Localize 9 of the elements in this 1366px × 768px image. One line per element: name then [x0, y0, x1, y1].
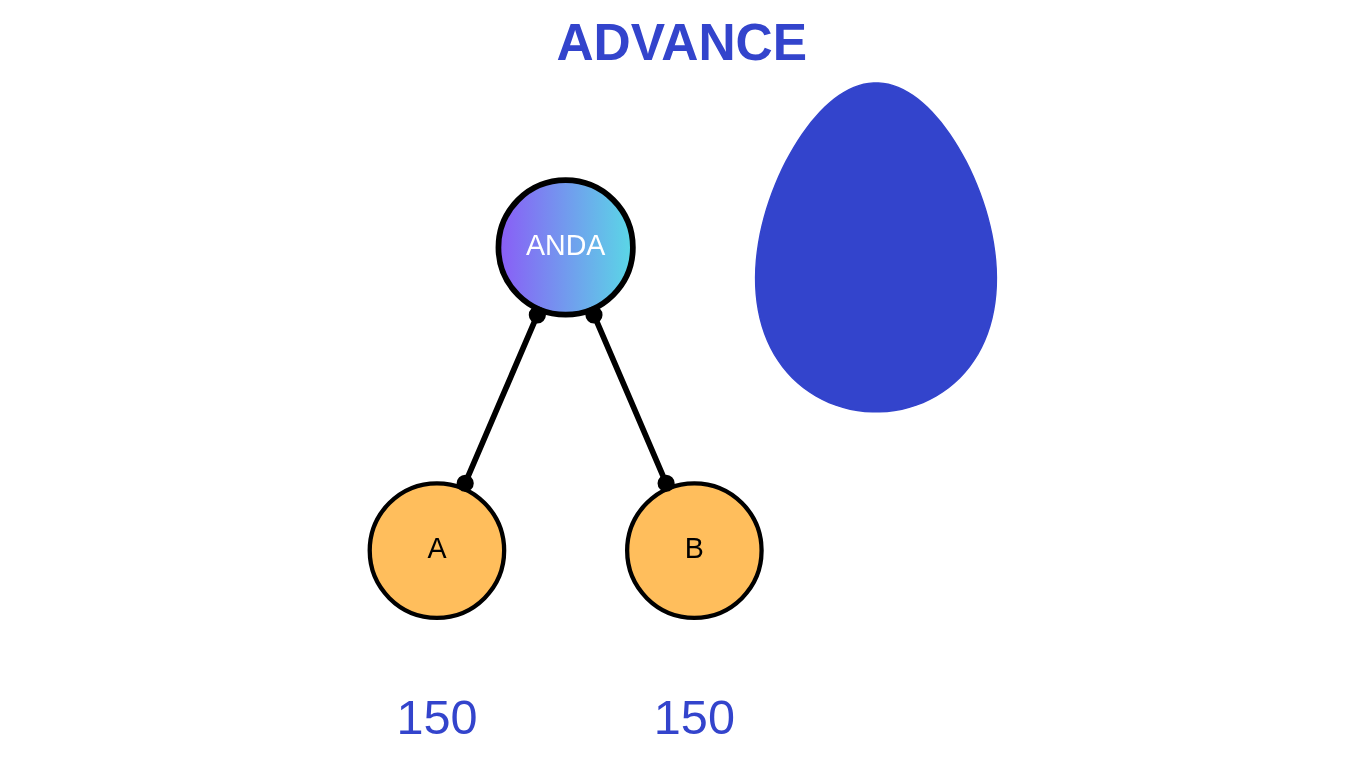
node-circle: ANDA: [495, 177, 636, 318]
node-person: [754, 82, 998, 413]
connector: [585, 306, 675, 492]
node-label: 150: [653, 689, 735, 744]
node-circle: A: [367, 481, 507, 620]
node-label: 150: [396, 689, 478, 744]
diagram-title: ADVANCE: [556, 12, 808, 71]
connector: [456, 306, 546, 492]
node-circle: B: [625, 481, 764, 620]
